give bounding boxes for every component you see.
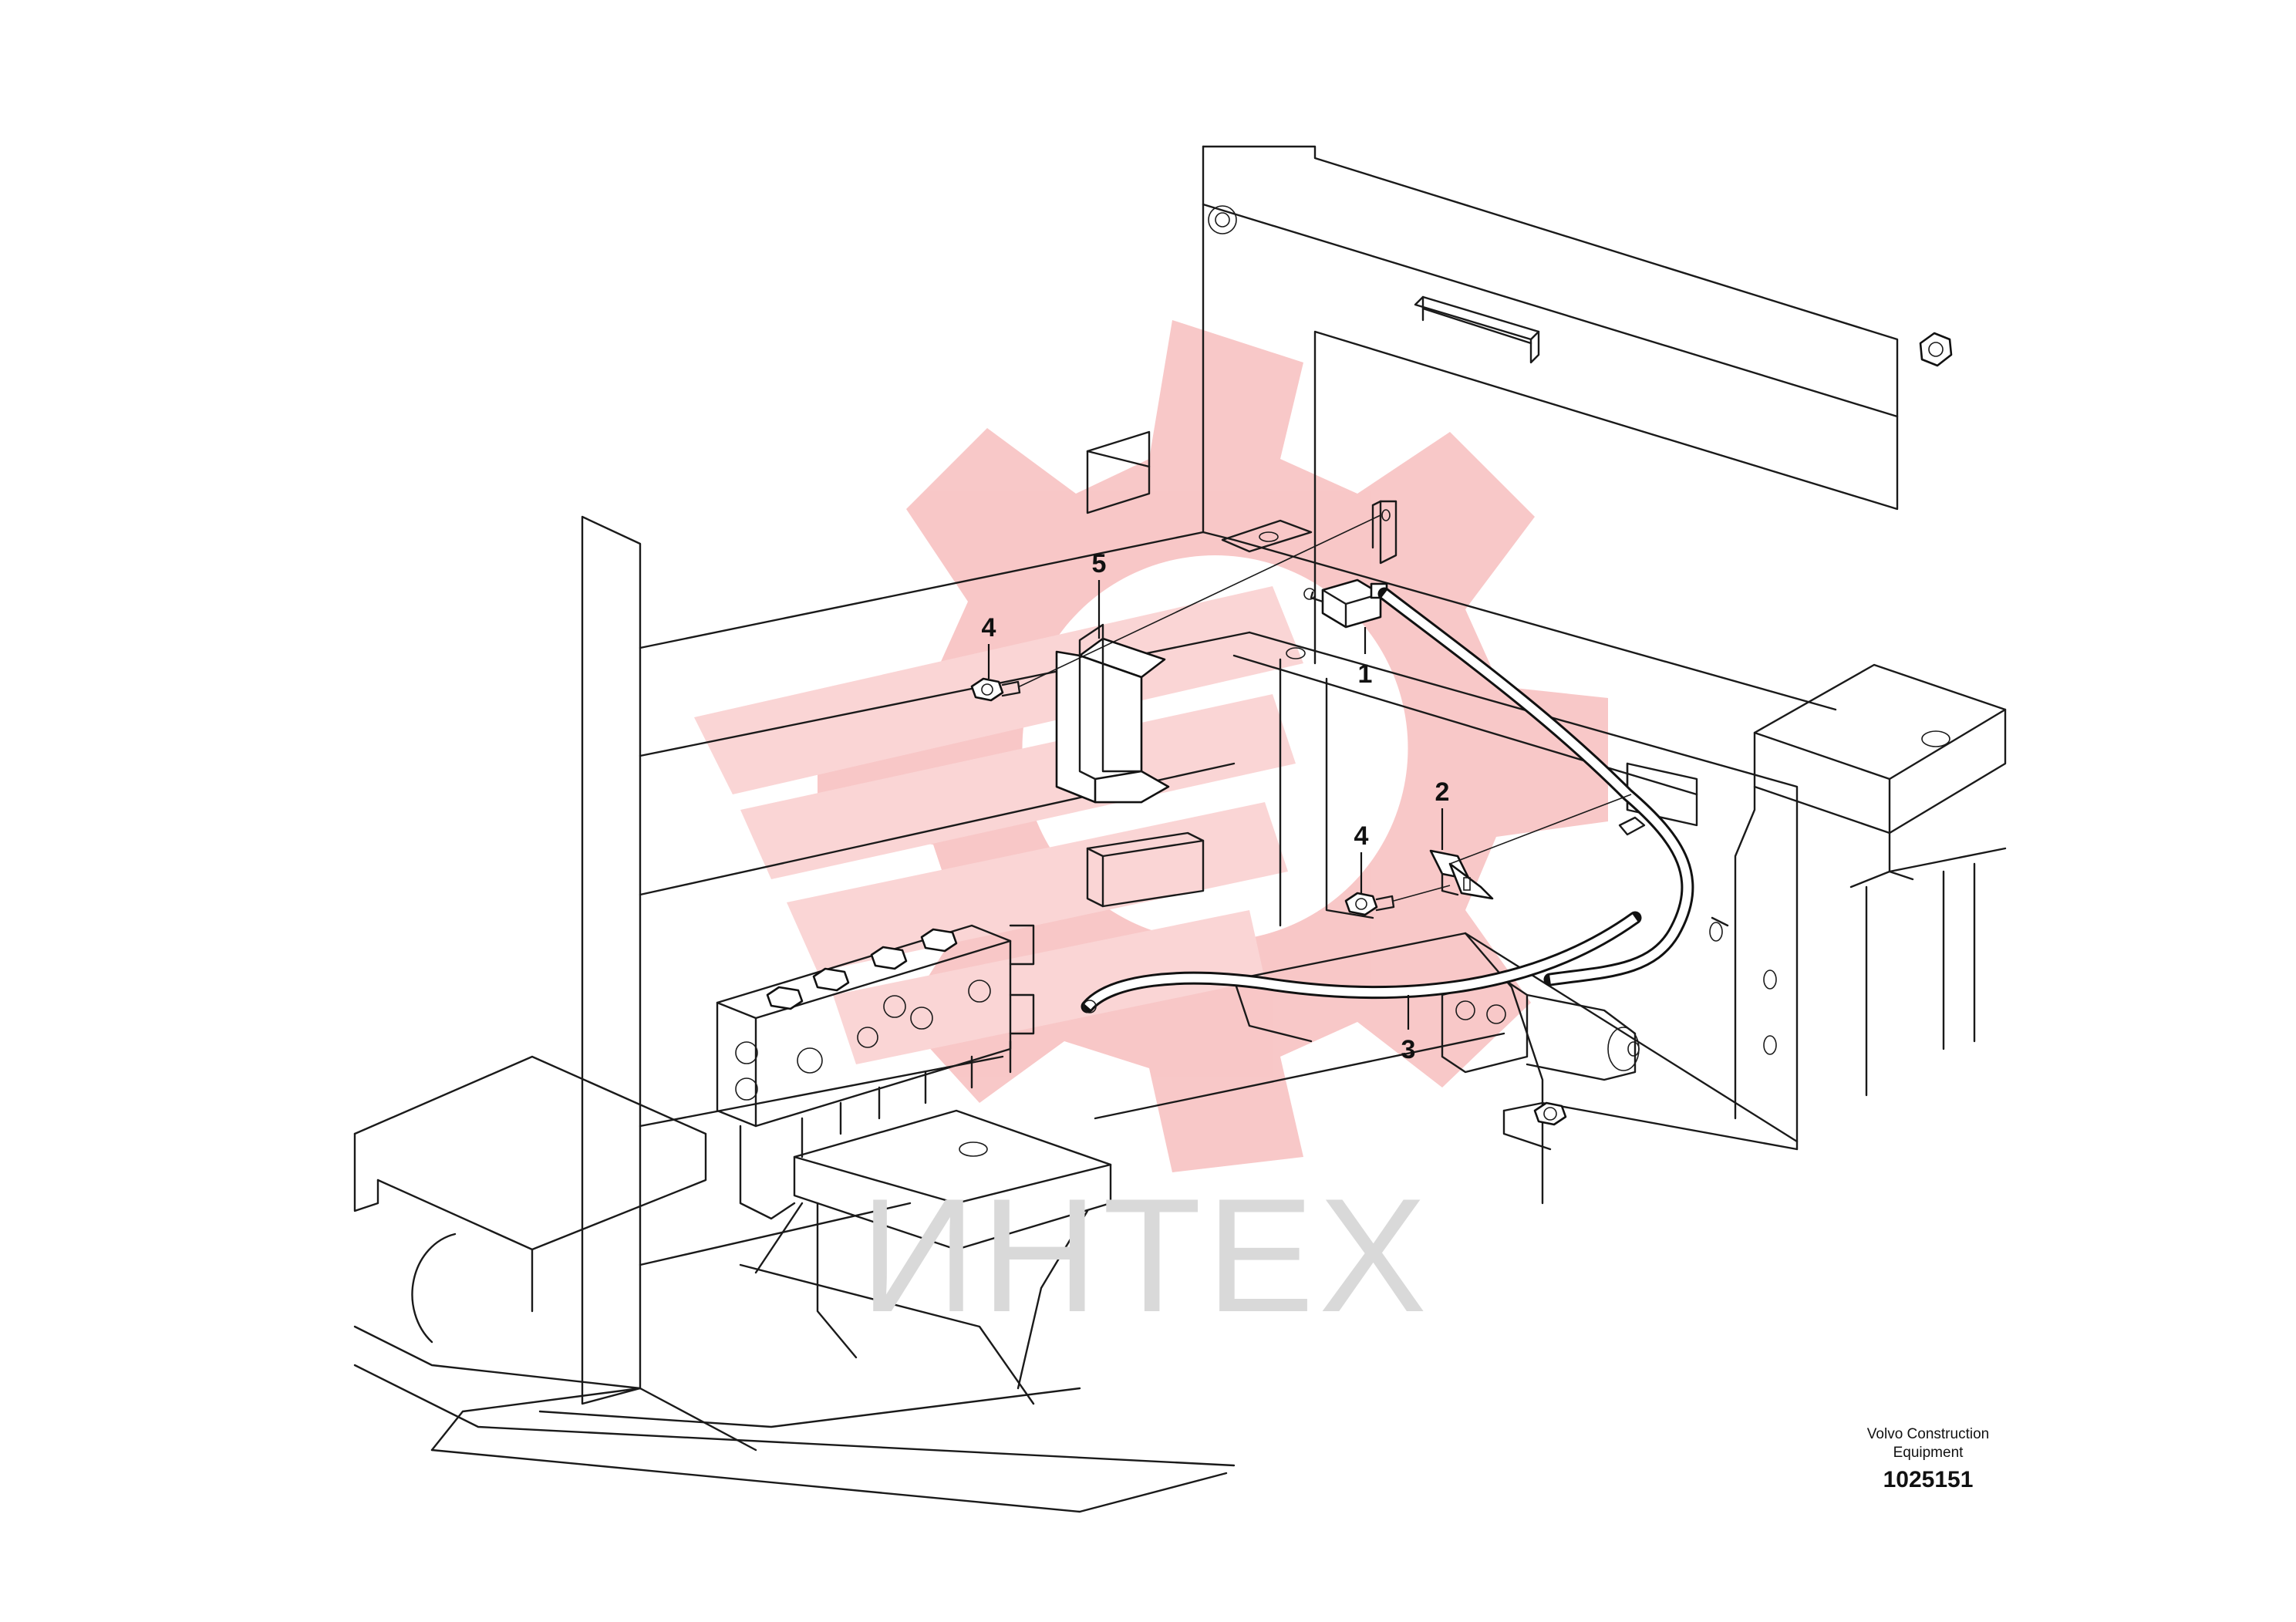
part-3-hose — [1081, 587, 1694, 1013]
part-5-bracket — [1055, 623, 1170, 804]
leader-lines — [987, 580, 1444, 1030]
part-4-screw-b — [1344, 892, 1395, 916]
callout-5: 5 — [1092, 549, 1107, 578]
callout-2: 2 — [1435, 777, 1450, 807]
company-line-2: Equipment — [1893, 1445, 1964, 1461]
company-line-1: Volvo Construction — [1866, 1426, 1990, 1442]
callout-4-lower: 4 — [1354, 821, 1369, 851]
part-4-screw-a — [970, 677, 1021, 702]
watermark-gear-logo — [694, 320, 1608, 1172]
part-2-clamp — [1429, 849, 1494, 900]
assembly-lines — [1019, 514, 1632, 902]
company-name: Volvo Construction Equipment — [1812, 1425, 2044, 1462]
callout-3: 3 — [1401, 1035, 1416, 1064]
callout-4-upper: 4 — [982, 613, 996, 642]
callout-1: 1 — [1358, 659, 1373, 689]
drawing-number: 1025151 — [1883, 1467, 1974, 1492]
part-1-switch — [1303, 578, 1388, 629]
callout-numbers: 4 5 1 2 4 3 — [982, 549, 1450, 1064]
watermark-text: ИНТЕХ — [860, 1165, 1431, 1346]
